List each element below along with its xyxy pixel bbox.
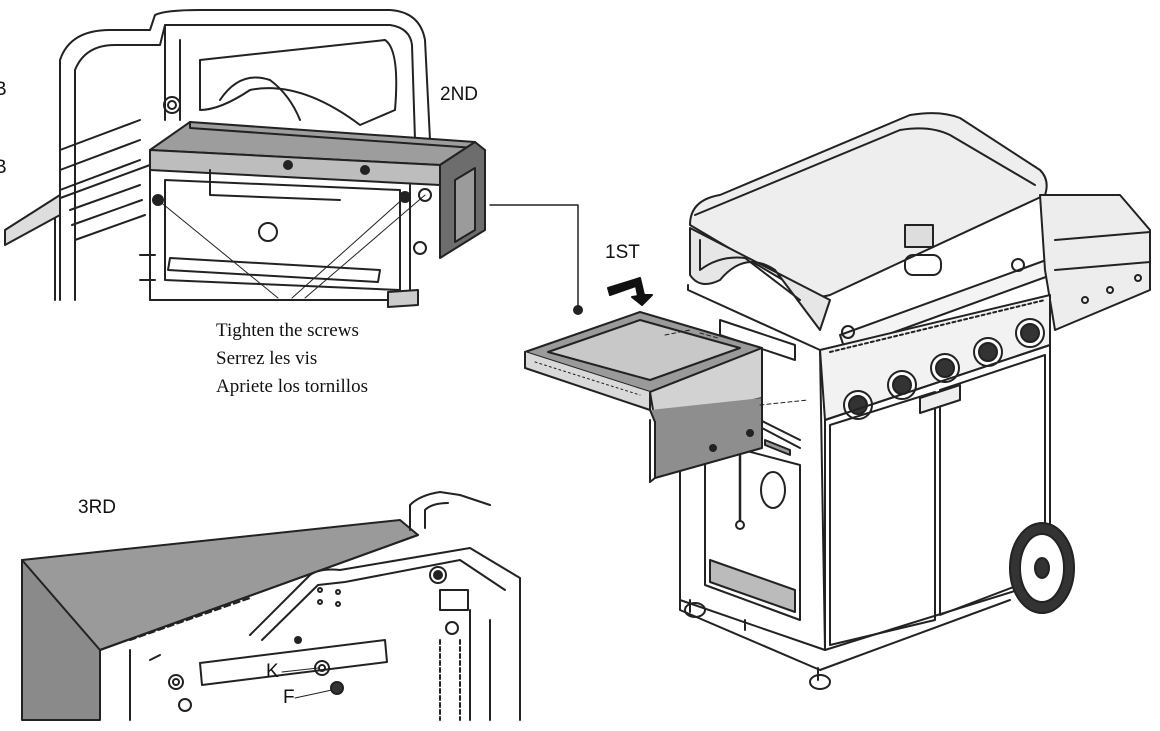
step-2nd-label: 2ND <box>440 84 479 105</box>
callout-line-2nd <box>489 204 579 309</box>
step-3rd-label: 3RD <box>78 497 117 518</box>
instruction-english: Tighten the screws <box>216 320 359 341</box>
edge-label-top: B <box>0 79 7 100</box>
part-k-label: K <box>266 661 279 682</box>
tighten-screws-instructions: Tighten the screws Serrez les vis Apriet… <box>216 317 368 401</box>
instruction-french: Serrez les vis <box>216 348 318 369</box>
edge-label-mid: B <box>0 157 7 178</box>
side-shelf-illustration <box>524 311 763 530</box>
part-f-label: F <box>283 687 295 708</box>
instruction-spanish: Apriete los tornillos <box>216 376 368 397</box>
step-1st-label: 1ST <box>605 242 640 263</box>
detail-3rd-illustration <box>21 491 521 721</box>
insertion-arrow-icon <box>607 277 653 306</box>
detail-2nd-illustration <box>4 9 486 308</box>
grill-illustration <box>679 112 1151 690</box>
